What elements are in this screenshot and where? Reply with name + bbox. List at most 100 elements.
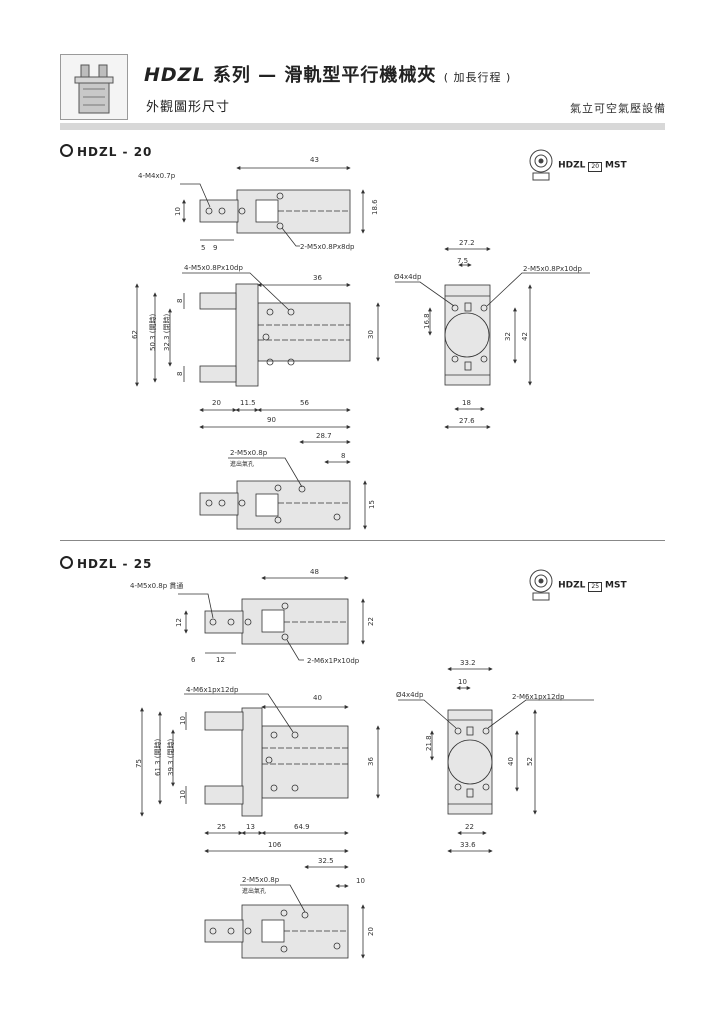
- svg-text:75: 75: [135, 759, 143, 768]
- svg-text:16.8: 16.8: [423, 313, 431, 329]
- page-title: HDZL 系列 — 滑軌型平行機械夾 ( 加長行程 ): [144, 61, 511, 87]
- svg-text:2-M5x0.8Px10dp: 2-M5x0.8Px10dp: [523, 265, 582, 273]
- hdzl20-bottom-view: [199, 440, 367, 530]
- svg-text:10: 10: [179, 790, 187, 799]
- svg-text:21.8: 21.8: [425, 735, 433, 751]
- svg-text:33.2: 33.2: [460, 659, 476, 667]
- svg-text:61.3 (開時): 61.3 (開時): [154, 738, 162, 776]
- svg-text:56: 56: [300, 399, 309, 407]
- hdzl20-side-labels: 27.2 7.5 Ø4x4dp 2-M5x0.8Px10dp 16.8 32 4…: [394, 239, 582, 425]
- svg-text:6: 6: [191, 656, 196, 664]
- svg-text:27.2: 27.2: [459, 239, 475, 247]
- svg-text:62: 62: [131, 330, 139, 339]
- svg-text:2-M6x1Px10dp: 2-M6x1Px10dp: [307, 657, 360, 665]
- svg-text:7.5: 7.5: [457, 257, 468, 265]
- product-photo: [60, 54, 128, 120]
- page-subtitle: 外觀圖形尺寸: [146, 100, 231, 115]
- section-bullet-icon: [60, 144, 73, 157]
- svg-text:進出氣孔: 進出氣孔: [230, 460, 254, 468]
- title-dash: —: [258, 65, 278, 86]
- svg-text:36: 36: [367, 757, 375, 766]
- header-bar: [60, 123, 665, 130]
- svg-text:43: 43: [310, 156, 319, 164]
- svg-text:12: 12: [216, 656, 225, 664]
- svg-text:22: 22: [367, 617, 375, 626]
- svg-text:4-M5x0.8Px10dp: 4-M5x0.8Px10dp: [184, 264, 243, 272]
- svg-text:12: 12: [175, 618, 183, 627]
- svg-text:10: 10: [458, 678, 467, 686]
- svg-text:32.3 (閉時): 32.3 (閉時): [163, 313, 171, 351]
- svg-text:2-M6x1px12dp: 2-M6x1px12dp: [512, 693, 565, 701]
- hdzl25-bottom-view: [204, 865, 365, 959]
- hdzl20-front-labels: 4-M5x0.8Px10dp 36 62 50.3 (開時) 32.3 (閉時)…: [131, 264, 375, 424]
- svg-text:9: 9: [213, 244, 217, 252]
- svg-text:進出氣孔: 進出氣孔: [242, 887, 266, 895]
- svg-text:10: 10: [179, 716, 187, 725]
- hdzl25-side-labels: 33.2 10 Ø4x4dp 2-M6x1px12dp 21.8 40 52 2…: [396, 659, 565, 849]
- svg-text:33.6: 33.6: [460, 841, 476, 849]
- hdzl25-front-view: [140, 693, 380, 853]
- svg-text:20: 20: [212, 399, 221, 407]
- svg-text:52: 52: [526, 757, 534, 766]
- svg-text:25: 25: [217, 823, 226, 831]
- svg-text:42: 42: [521, 332, 529, 341]
- hdzl25-bottom-labels: 32.5 10 2-M5x0.8p 進出氣孔 20: [242, 857, 375, 936]
- gripper-illustration: [74, 64, 114, 114]
- svg-text:22: 22: [465, 823, 474, 831]
- hdzl20-top-view: [180, 166, 365, 247]
- title-note: ( 加長行程 ): [443, 71, 512, 84]
- svg-text:8: 8: [176, 372, 184, 376]
- section-label-25: HDZL - 25: [60, 555, 152, 571]
- svg-text:20: 20: [367, 927, 375, 936]
- svg-text:2-M5x0.8p: 2-M5x0.8p: [230, 449, 268, 457]
- hdzl25-front-labels: 4-M6x1px12dp 40 75 61.3 (開時) 39.3 (閉時) 1…: [135, 686, 375, 849]
- order-code-icon: [529, 569, 553, 601]
- hdzl20-side-view: [395, 247, 590, 429]
- svg-text:8: 8: [341, 452, 345, 460]
- svg-text:28.7: 28.7: [316, 432, 332, 440]
- svg-text:40: 40: [507, 757, 515, 766]
- svg-text:27.6: 27.6: [459, 417, 475, 425]
- model-name: HDZL: [144, 64, 206, 86]
- section-bullet-icon: [60, 556, 73, 569]
- svg-text:11.5: 11.5: [240, 399, 256, 407]
- svg-text:13: 13: [246, 823, 255, 831]
- svg-text:40: 40: [313, 694, 322, 702]
- svg-text:36: 36: [313, 274, 322, 282]
- svg-text:4-M6x1px12dp: 4-M6x1px12dp: [186, 686, 239, 694]
- svg-text:2-M5x0.8p: 2-M5x0.8p: [242, 876, 280, 884]
- hdzl25-top-view: [178, 576, 365, 661]
- brand-name: 氣立可空氣壓設備: [570, 102, 666, 115]
- series-label: 系列: [212, 65, 251, 86]
- svg-text:32.5: 32.5: [318, 857, 334, 865]
- hdzl20-front-view: [135, 272, 380, 429]
- svg-text:4-M5x0.8p 貫通: 4-M5x0.8p 貫通: [130, 581, 183, 590]
- svg-text:2-M5x0.8Px8dp: 2-M5x0.8Px8dp: [300, 243, 355, 251]
- svg-text:90: 90: [267, 416, 276, 424]
- svg-text:10: 10: [356, 877, 365, 885]
- svg-text:32: 32: [504, 332, 512, 341]
- hdzl25-side-view: [398, 667, 594, 853]
- hdzl20-bottom-labels: 28.7 8 2-M5x0.8p 進出氣孔 15: [230, 432, 376, 509]
- svg-text:5: 5: [201, 244, 205, 252]
- svg-text:64.9: 64.9: [294, 823, 310, 831]
- svg-text:15: 15: [368, 500, 376, 509]
- svg-text:Ø4x4dp: Ø4x4dp: [396, 691, 424, 699]
- hdzl25-top-labels: 4-M5x0.8p 貫通 48 22 12 6 12 2-M6x1Px10dp: [130, 568, 375, 665]
- svg-text:4-M4x0.7p: 4-M4x0.7p: [138, 172, 176, 180]
- section-divider: [60, 540, 665, 541]
- svg-text:10: 10: [174, 207, 182, 216]
- svg-text:106: 106: [268, 841, 282, 849]
- svg-text:8: 8: [176, 299, 184, 303]
- product-title: 滑軌型平行機械夾: [284, 65, 437, 86]
- svg-text:18: 18: [462, 399, 471, 407]
- svg-text:Ø4x4dp: Ø4x4dp: [394, 273, 422, 281]
- svg-text:30: 30: [367, 330, 375, 339]
- svg-text:18.6: 18.6: [371, 199, 379, 215]
- svg-text:50.3 (開時): 50.3 (開時): [149, 313, 157, 351]
- hdzl20-top-labels: 4-M4x0.7p 43 18.6 10 5 9 2-M5x0.8Px8dp: [138, 156, 379, 252]
- section-label-20: HDZL - 20: [60, 143, 152, 159]
- svg-text:48: 48: [310, 568, 319, 576]
